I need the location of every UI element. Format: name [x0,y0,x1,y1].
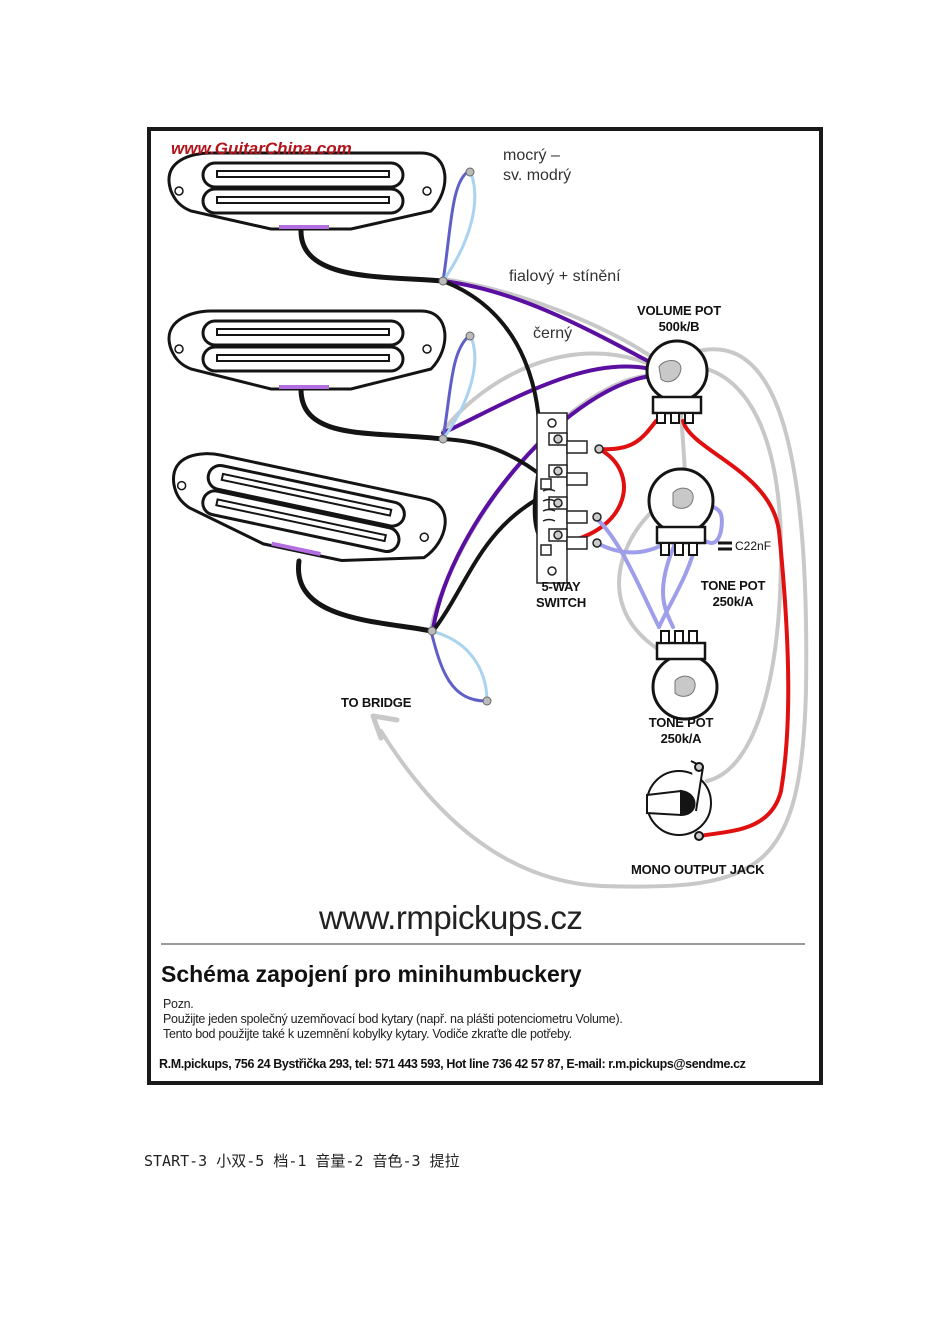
wire-gray-bridge [379,729,603,888]
caption: START-3 小双-5 档-1 音量-2 音色-3 提拉 [144,1152,460,1170]
note-line-2: Tento bod použijte také k uzemnění kobyl… [163,1027,572,1041]
wire-purple [431,373,661,631]
volume-pot-label: VOLUME POT 500k/B [634,303,724,335]
tone-pot-1 [647,467,715,556]
wire-red [559,447,626,545]
wire-black [431,485,563,633]
tone-pot-1-value: 250k/A [712,594,754,609]
wire-label-shield: fialový + stínění [509,268,621,285]
website-url: www.rmpickups.cz [319,899,583,936]
junctions [427,167,492,706]
note-heading: Pozn. [163,997,194,1011]
tone-pot-2-value: 250k/A [660,731,702,746]
volume-pot-value: 500k/B [658,319,700,334]
black-wires [296,228,563,634]
wiring-diagram-frame: www.GuitarChina.com mocrý – sv. modrý fi… [147,127,823,1085]
wiring-diagram [167,151,809,889]
pickups [167,151,447,563]
wire-label-hot-2: sv. modrý [503,167,572,184]
contact-info: R.M.pickups, 756 24 Bystřička 293, tel: … [159,1057,746,1071]
pickup-cable [298,386,446,442]
wire-purple [441,364,661,435]
pickup-cable [296,558,434,634]
capacitor-icon [718,541,732,551]
wire-red [681,419,791,838]
capacitor-label: C22nF [735,539,772,553]
output-jack-icon [646,760,712,841]
brand-watermark: www.GuitarChina.com [171,139,352,158]
tone-pot-2 [651,630,719,721]
divider [161,943,805,945]
bridge-label: TO BRIDGE [341,695,412,710]
wire-label-hot: mocrý – [503,147,560,164]
jack-label: MONO OUTPUT JACK [631,862,765,877]
switch-label-line2: SWITCH [535,595,587,610]
coil-leads [429,169,489,703]
pickup-cable [298,228,446,284]
wire-red [597,419,658,452]
switch-label: 5-WAY SWITCH [531,579,591,611]
wire-gray [599,347,809,889]
tone-pot-2-label: TONE POT 250k/A [641,715,721,747]
wire-label-black: černý [533,325,573,342]
five-way-switch [536,412,604,584]
wire-purple [441,279,661,369]
arrow-head [370,713,400,741]
switch-label-line1: 5-WAY [541,579,581,594]
volume-pot [645,339,709,424]
purple-wires [431,279,661,631]
pickup-neck [167,151,447,231]
volume-pot-name: VOLUME POT [637,303,721,318]
diagram-title: Schéma zapojení pro minihumbuckery [161,961,582,987]
tone-pot-1-label: TONE POT 250k/A [693,578,773,610]
pickup-bridge [172,452,447,563]
tone-pot-2-name: TONE POT [648,715,714,730]
pickup-middle [167,309,447,391]
tone-pot-1-name: TONE POT [700,578,766,593]
note-line-1: Použijte jeden společný uzemňovací bod k… [163,1012,623,1026]
